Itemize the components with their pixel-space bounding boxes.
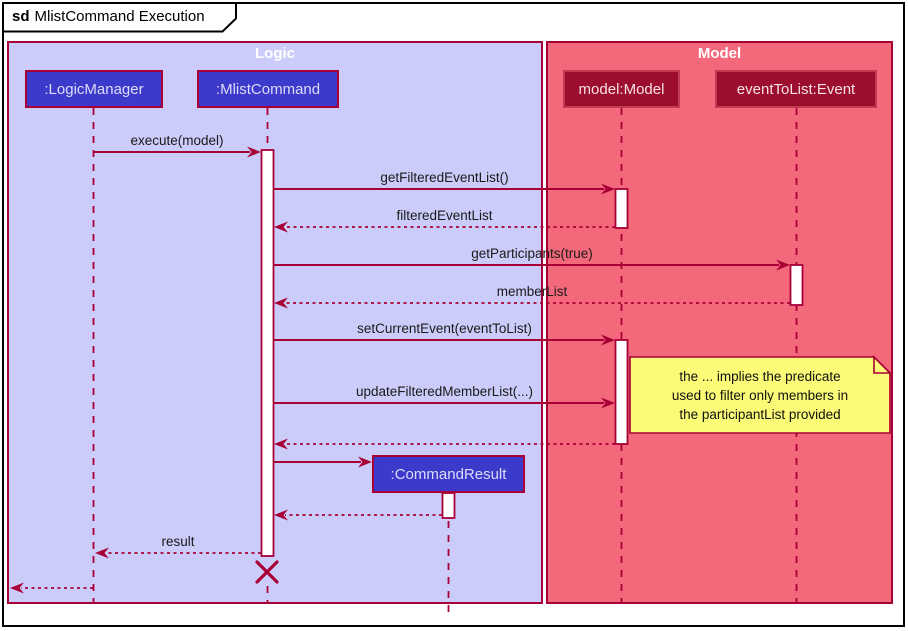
- message-label-result: result: [161, 534, 195, 549]
- participant-logicmanager: :LogicManager: [25, 70, 163, 108]
- participant-eventtolist: eventToList:Event: [715, 70, 877, 108]
- participant-commandresult: :CommandResult: [372, 455, 525, 493]
- message-label-setcurrentevent: setCurrentEvent(eventToList): [357, 321, 532, 336]
- message-label-memberlist: memberList: [496, 284, 568, 299]
- note-shape: [629, 355, 892, 434]
- participant-model-label: model:Model: [578, 80, 665, 98]
- title-keyword: sd: [12, 8, 30, 25]
- participant-eventtolist-label: eventToList:Event: [736, 80, 856, 98]
- activation-eventtolist: [789, 264, 804, 306]
- model-frame-label: Model: [697, 45, 742, 62]
- note: the ... implies the predicate used to fi…: [632, 357, 888, 433]
- participant-mlistcommand-label: :MlistCommand: [215, 80, 321, 98]
- participant-mlistcommand: :MlistCommand: [197, 70, 339, 108]
- activation-model-1: [614, 188, 629, 229]
- activation-bars: [260, 149, 804, 557]
- note-fold-icon: [873, 355, 892, 374]
- title-text: MlistCommand Execution: [34, 8, 205, 25]
- note-line-1: the ... implies the predicate: [679, 368, 841, 384]
- activation-mlistcommand: [260, 149, 275, 557]
- message-label-execute: execute(model): [130, 133, 224, 148]
- participant-model: model:Model: [563, 70, 680, 108]
- message-label-getfilteredeventlist: getFilteredEventList(): [380, 170, 509, 185]
- note-line-3: the participantList provided: [679, 406, 841, 422]
- destroy-x-icon: [255, 560, 279, 584]
- activation-commandresult: [441, 492, 456, 519]
- activation-model-2: [614, 339, 629, 445]
- message-arrows: [10, 146, 790, 594]
- participant-logicmanager-label: :LogicManager: [44, 80, 144, 98]
- note-line-2: used to filter only members in: [671, 387, 849, 403]
- message-label-updatefilteredmemberlist: updateFilteredMemberList(...): [355, 384, 534, 399]
- message-label-getparticipants: getParticipants(true): [471, 246, 593, 261]
- participant-commandresult-label: :CommandResult: [390, 465, 507, 483]
- message-label-filteredeventlist: filteredEventList: [396, 208, 493, 223]
- logic-frame-label: Logic: [255, 45, 295, 62]
- model-frame: [546, 41, 893, 604]
